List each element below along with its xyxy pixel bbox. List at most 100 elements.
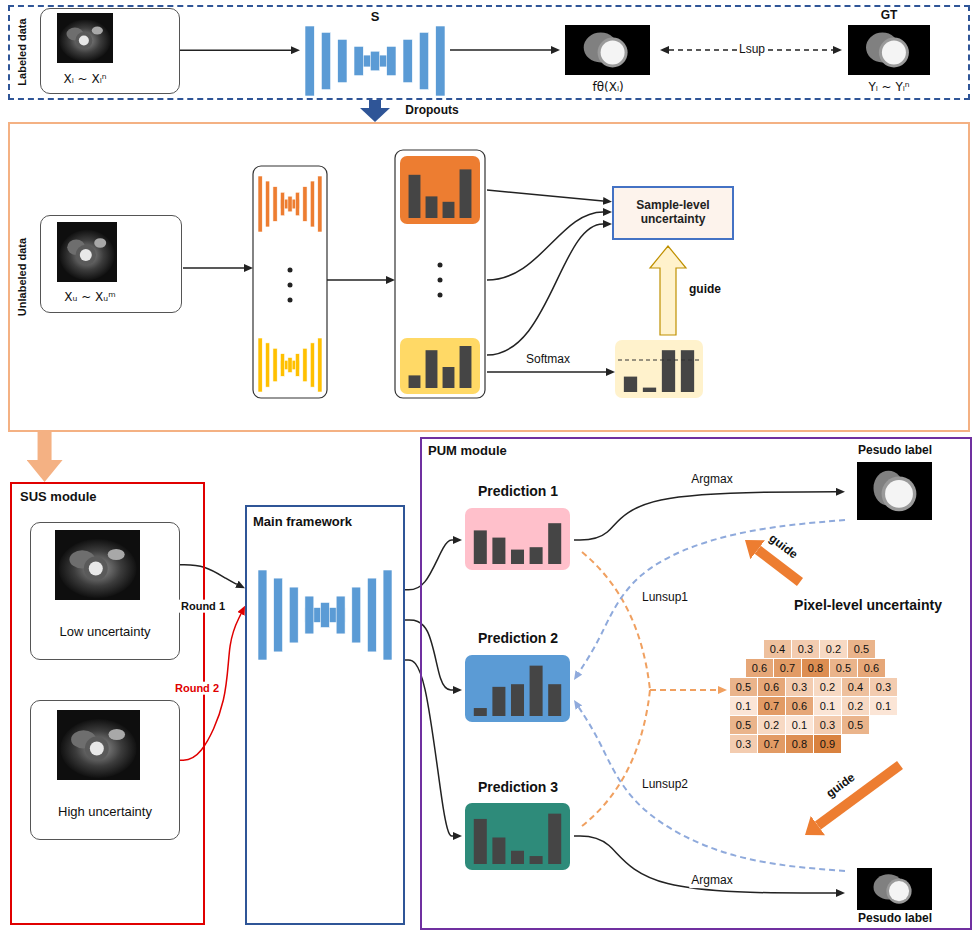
mask-region bbox=[882, 41, 906, 65]
mri-heart bbox=[90, 742, 104, 756]
segmentation-mask bbox=[857, 868, 932, 910]
connector bbox=[369, 100, 381, 108]
node-text: fθ(Xₗ) bbox=[592, 81, 623, 95]
mri-tissue bbox=[59, 20, 111, 62]
network-layer bbox=[310, 343, 314, 387]
network-layer bbox=[273, 187, 277, 222]
mri-tissue bbox=[108, 729, 125, 740]
network-layer bbox=[258, 570, 267, 660]
uncertainty-value: 0.1 bbox=[870, 697, 897, 715]
prediction-panel bbox=[400, 156, 480, 224]
mri-image bbox=[57, 222, 117, 282]
network-layer bbox=[436, 26, 445, 96]
node-text: SUS module bbox=[20, 490, 97, 505]
network-layer bbox=[403, 39, 412, 82]
ellipsis-dot bbox=[288, 283, 293, 288]
histogram-bar bbox=[426, 350, 438, 388]
image-box: Low uncertainty bbox=[30, 522, 180, 660]
network-layer bbox=[258, 338, 262, 392]
edge-label: Lunsup1 bbox=[640, 591, 690, 605]
histogram-bar bbox=[548, 523, 561, 564]
network-layer bbox=[321, 602, 330, 627]
mask-region bbox=[598, 38, 628, 68]
edge-label: Round 1 bbox=[179, 600, 227, 613]
uncertainty-value: 0.5 bbox=[830, 659, 857, 677]
histogram-bar bbox=[530, 547, 543, 564]
uncertainty-value: 0.7 bbox=[758, 735, 785, 753]
uncertainty-value: 0.1 bbox=[786, 716, 813, 734]
ellipsis-dot bbox=[438, 293, 443, 298]
arrow bbox=[487, 212, 603, 280]
uncertainty-value: 0.5 bbox=[848, 640, 875, 658]
node-text: Pesudo label bbox=[858, 912, 932, 926]
mri-tissue bbox=[108, 549, 125, 560]
prediction-panel bbox=[465, 655, 570, 722]
mri-tissue bbox=[92, 27, 103, 35]
uncertainty-value: 0.2 bbox=[758, 716, 785, 734]
prediction-chart: Prediction 3 bbox=[462, 773, 574, 873]
node-text: Prediction 2 bbox=[478, 630, 558, 646]
node-text: Prediction 3 bbox=[478, 779, 558, 795]
network-layer bbox=[303, 348, 307, 381]
network-layer bbox=[419, 32, 428, 89]
network-layer bbox=[265, 181, 269, 227]
pseudo-label-mask: Pesudo label bbox=[845, 866, 963, 928]
dashed-connector bbox=[582, 552, 650, 690]
histogram-bar bbox=[409, 175, 421, 218]
mri-image bbox=[57, 710, 140, 780]
annotation-label: guide bbox=[822, 770, 859, 802]
edge-label: Lsup bbox=[737, 43, 767, 57]
histogram-bar bbox=[530, 666, 543, 716]
network-layer bbox=[321, 32, 330, 89]
dashed-connector bbox=[582, 690, 650, 826]
connector bbox=[450, 49, 551, 51]
uncertainty-value: 0.2 bbox=[842, 697, 869, 715]
image-box: High uncertainty bbox=[30, 700, 180, 840]
network-layer bbox=[289, 587, 298, 643]
node-text: Yₗ ~ Yₗⁿ bbox=[868, 81, 909, 95]
uncertainty-value: 0.3 bbox=[792, 640, 819, 658]
uncertainty-value: 0.3 bbox=[786, 678, 813, 696]
mask-region bbox=[889, 881, 909, 901]
uncertainty-value: 0.9 bbox=[814, 735, 841, 753]
histogram-bar bbox=[548, 684, 561, 716]
node-text: Pesudo label bbox=[858, 444, 932, 458]
network-layer bbox=[280, 354, 284, 377]
mri-tissue bbox=[60, 719, 136, 778]
histogram-bar bbox=[474, 708, 487, 716]
edge-label: Lunsup2 bbox=[640, 778, 690, 792]
annotation-label: guide bbox=[687, 283, 723, 297]
histogram-bar bbox=[443, 367, 455, 388]
dashed-arrow bbox=[650, 689, 718, 691]
arrow bbox=[487, 224, 603, 355]
prediction-stack bbox=[395, 150, 485, 398]
uncertainty-value: 0.7 bbox=[774, 659, 801, 677]
uncertainty-value: 0.6 bbox=[786, 697, 813, 715]
ground-truth-mask: GTYₗ ~ Yₗⁿ bbox=[842, 8, 938, 98]
mri-heart bbox=[75, 32, 92, 49]
histogram-bar bbox=[511, 550, 524, 564]
ellipsis-dot bbox=[288, 268, 293, 273]
mask-region bbox=[879, 38, 909, 68]
network-layer bbox=[274, 578, 283, 652]
node-text: Unlabeled data bbox=[16, 238, 29, 316]
uncertainty-value: 0.1 bbox=[814, 697, 841, 715]
histogram-bar bbox=[643, 388, 656, 392]
mask-region bbox=[882, 477, 917, 512]
network-layer bbox=[303, 187, 307, 222]
arrow bbox=[487, 371, 606, 373]
histogram-bar bbox=[426, 196, 438, 218]
mri-heart bbox=[89, 562, 103, 576]
histogram-bar bbox=[492, 538, 505, 564]
mask-region bbox=[601, 41, 625, 65]
network-layer bbox=[310, 181, 314, 227]
network-block: S bbox=[300, 10, 450, 98]
mri-heart bbox=[84, 557, 108, 581]
connector bbox=[405, 620, 453, 690]
prediction-chart: Prediction 2 bbox=[462, 625, 574, 725]
node-text: Xᵤ ~ Xᵤᵐ bbox=[64, 291, 115, 305]
uncertainty-value: 0.5 bbox=[842, 716, 869, 734]
threshold-line bbox=[618, 360, 700, 361]
